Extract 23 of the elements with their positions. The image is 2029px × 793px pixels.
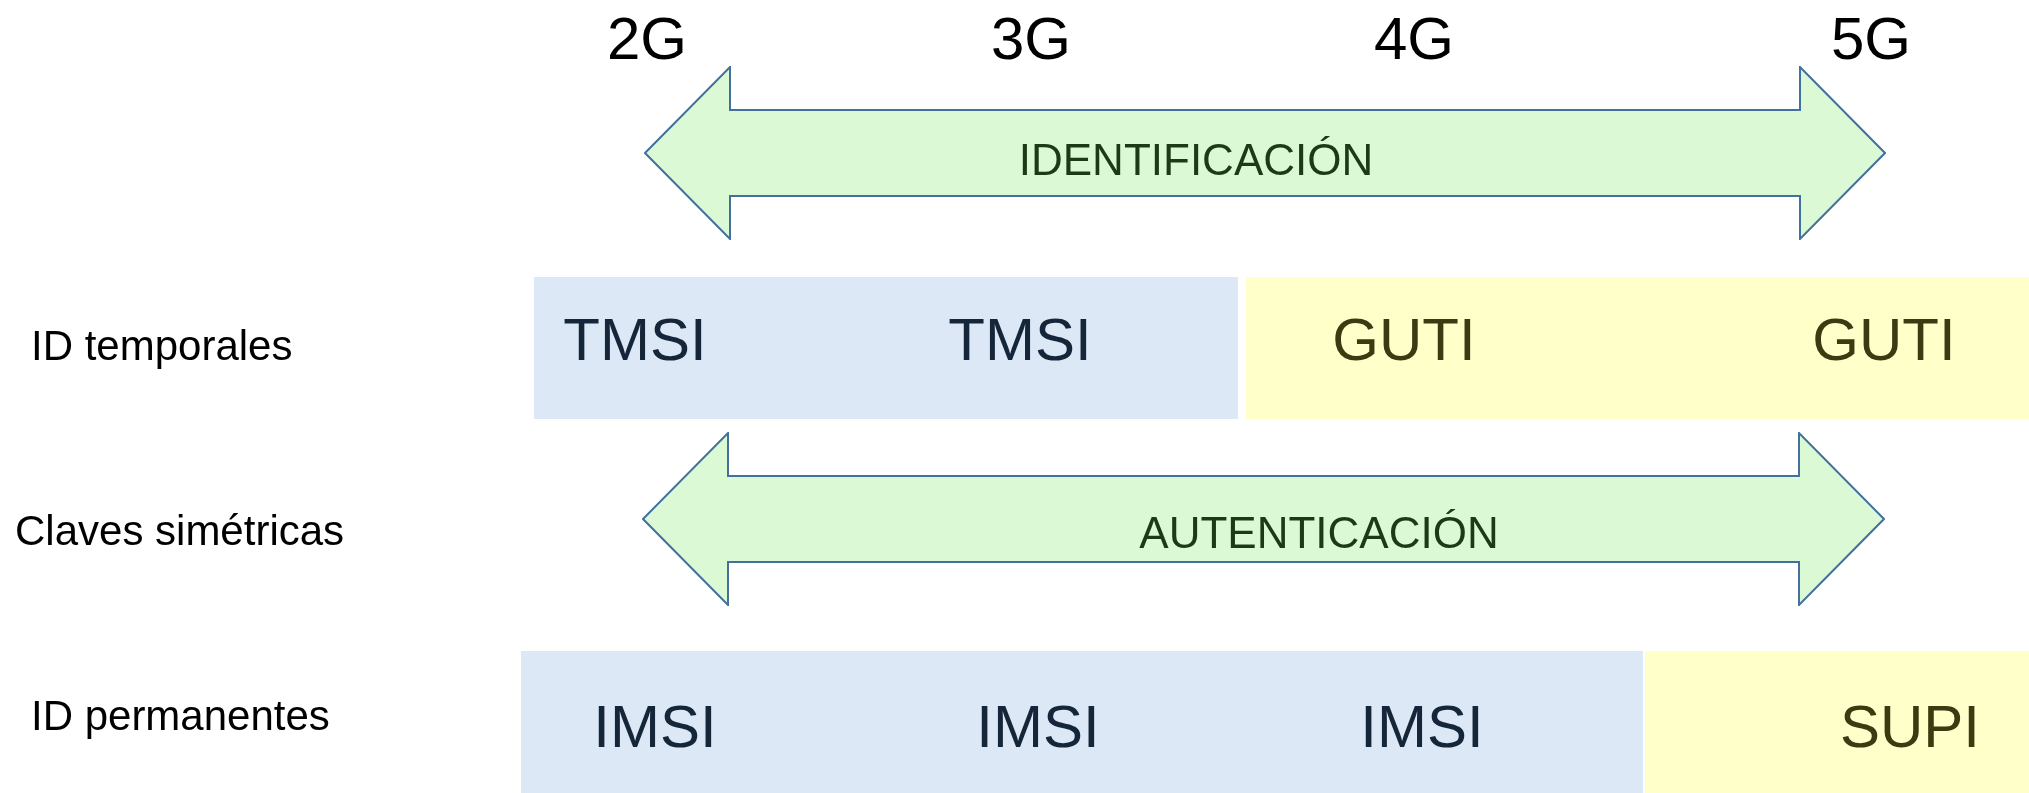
generation-label: 5G — [1831, 9, 1911, 69]
row-label: ID permanentes — [31, 695, 330, 737]
band — [1645, 651, 2029, 793]
generation-label: 3G — [991, 9, 1071, 69]
double-arrow — [642, 432, 1885, 606]
band — [1246, 277, 2029, 419]
band — [534, 277, 1238, 419]
identifier-label: TMSI — [948, 310, 1092, 370]
arrow-label: IDENTIFICACIÓN — [1018, 138, 1374, 182]
identifier-label: TMSI — [563, 310, 707, 370]
band — [521, 651, 1643, 793]
generation-label: 2G — [607, 9, 687, 69]
double-arrow — [644, 66, 1886, 240]
identifier-label: IMSI — [593, 697, 717, 757]
identifier-label: GUTI — [1332, 310, 1476, 370]
arrow-label: AUTENTICACIÓN — [1139, 511, 1499, 555]
row-label: ID temporales — [31, 325, 293, 367]
row-label: Claves simétricas — [15, 510, 345, 552]
generation-label: 4G — [1374, 9, 1454, 69]
identifier-label: IMSI — [976, 697, 1100, 757]
identifier-label: GUTI — [1812, 310, 1956, 370]
identifier-label: SUPI — [1840, 697, 1980, 757]
identifier-label: IMSI — [1360, 697, 1484, 757]
